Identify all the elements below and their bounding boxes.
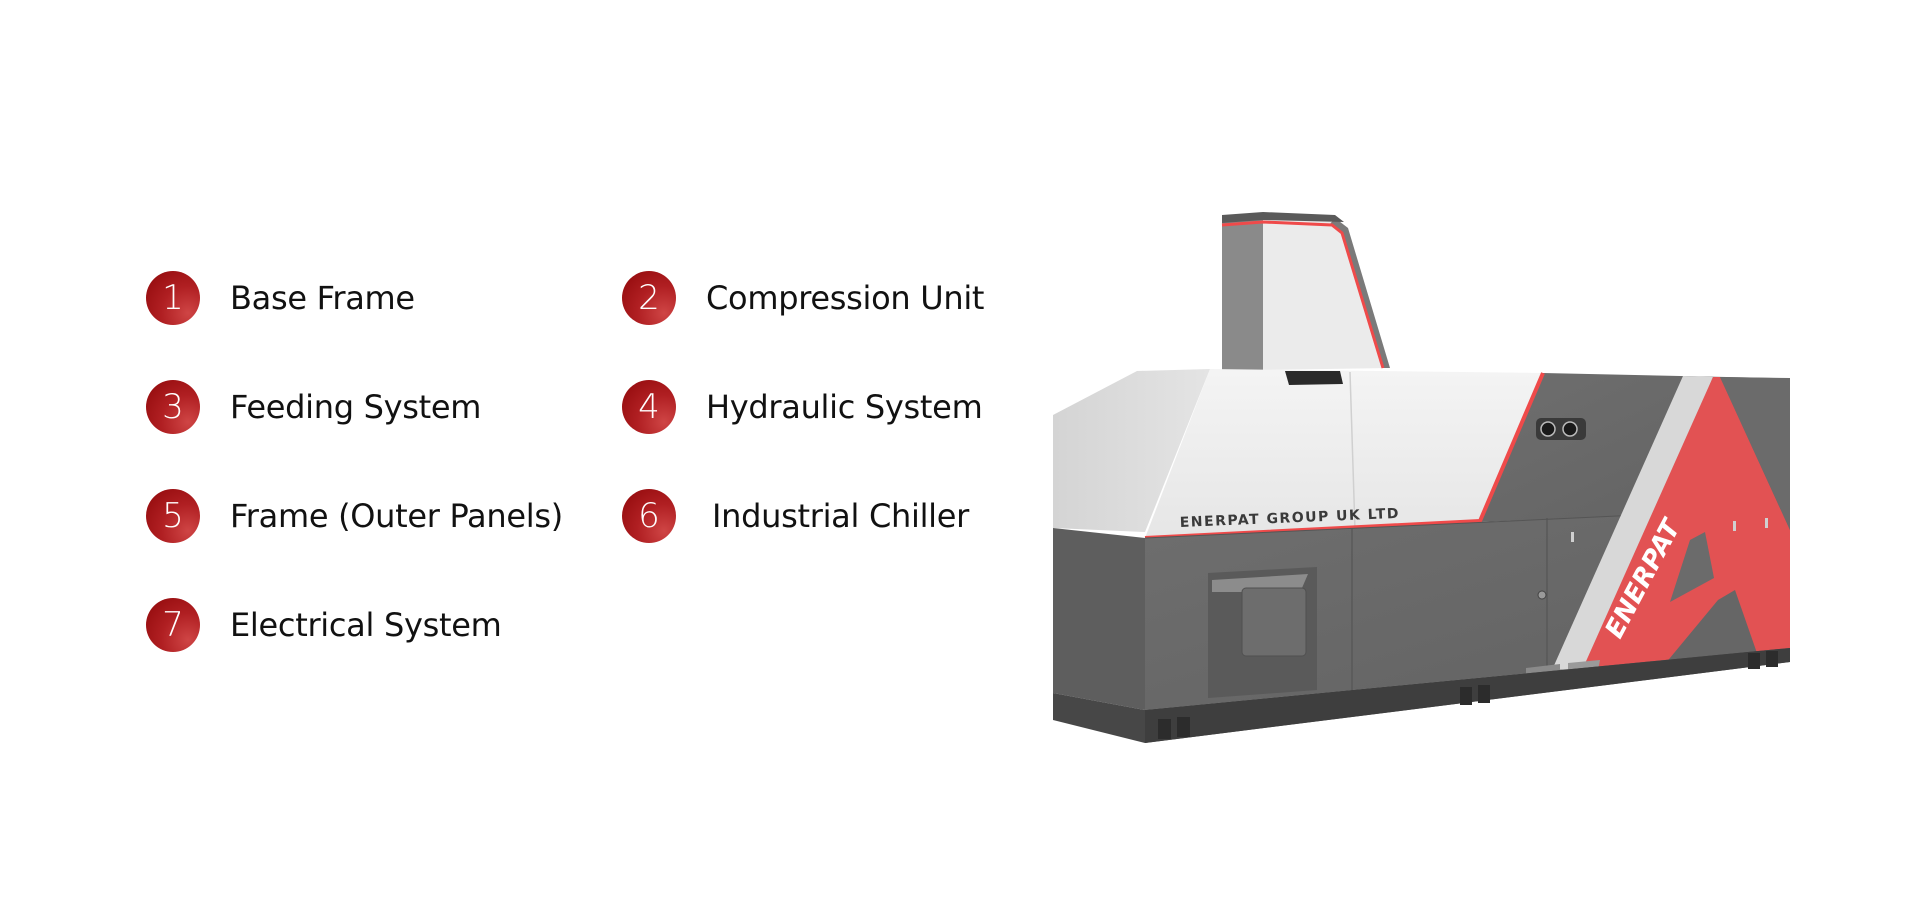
- baler-machine-illustration: ENERPAT GROUP UK LTD ENERPAT: [1053, 212, 1791, 743]
- number-badge: 1: [146, 271, 200, 325]
- feed-chute: [1221, 212, 1390, 370]
- upper-side-panel: [1053, 369, 1210, 532]
- number-badge: 7: [146, 598, 200, 652]
- vent-box: [1208, 567, 1317, 698]
- legend-label: Feeding System: [230, 388, 482, 426]
- legend-item-hydraulic-system: 4 Hydraulic System: [622, 379, 983, 435]
- legend-item-electrical-system: 7 Electrical System: [146, 597, 502, 653]
- legend-label: Hydraulic System: [706, 388, 983, 426]
- legend-label: Electrical System: [230, 606, 502, 644]
- number-badge: 4: [622, 380, 676, 434]
- legend-label: Frame (Outer Panels): [230, 497, 563, 535]
- hopper-opening: [1285, 371, 1343, 385]
- hydraulic-fittings: [1536, 418, 1586, 440]
- legend-item-industrial-chiller: 6 Industrial Chiller: [622, 488, 969, 544]
- legend-label: Compression Unit: [706, 279, 985, 317]
- number-badge: 3: [146, 380, 200, 434]
- legend-item-frame-outer-panels: 5 Frame (Outer Panels): [146, 488, 563, 544]
- base-frame: [1053, 648, 1790, 743]
- number-badge: 2: [622, 271, 676, 325]
- legend-item-feeding-system: 3 Feeding System: [146, 379, 481, 435]
- component-legend: 1 Base Frame 2 Compression Unit 3 Feedin…: [146, 270, 984, 653]
- legend-item-compression-unit: 2 Compression Unit: [622, 270, 984, 326]
- baler-machine-image: ENERPAT GROUP UK LTD ENERPAT: [1030, 200, 1830, 780]
- legend-item-base-frame: 1 Base Frame: [146, 270, 415, 326]
- number-badge: 5: [146, 489, 200, 543]
- diagonal-stripe: [1552, 376, 1713, 670]
- lower-side-panel: [1053, 528, 1145, 710]
- number-badge: 6: [622, 489, 676, 543]
- upper-front-panel: [1145, 369, 1543, 538]
- legend-label: Industrial Chiller: [712, 497, 969, 535]
- legend-label: Base Frame: [230, 279, 415, 317]
- red-band: [1583, 377, 1790, 668]
